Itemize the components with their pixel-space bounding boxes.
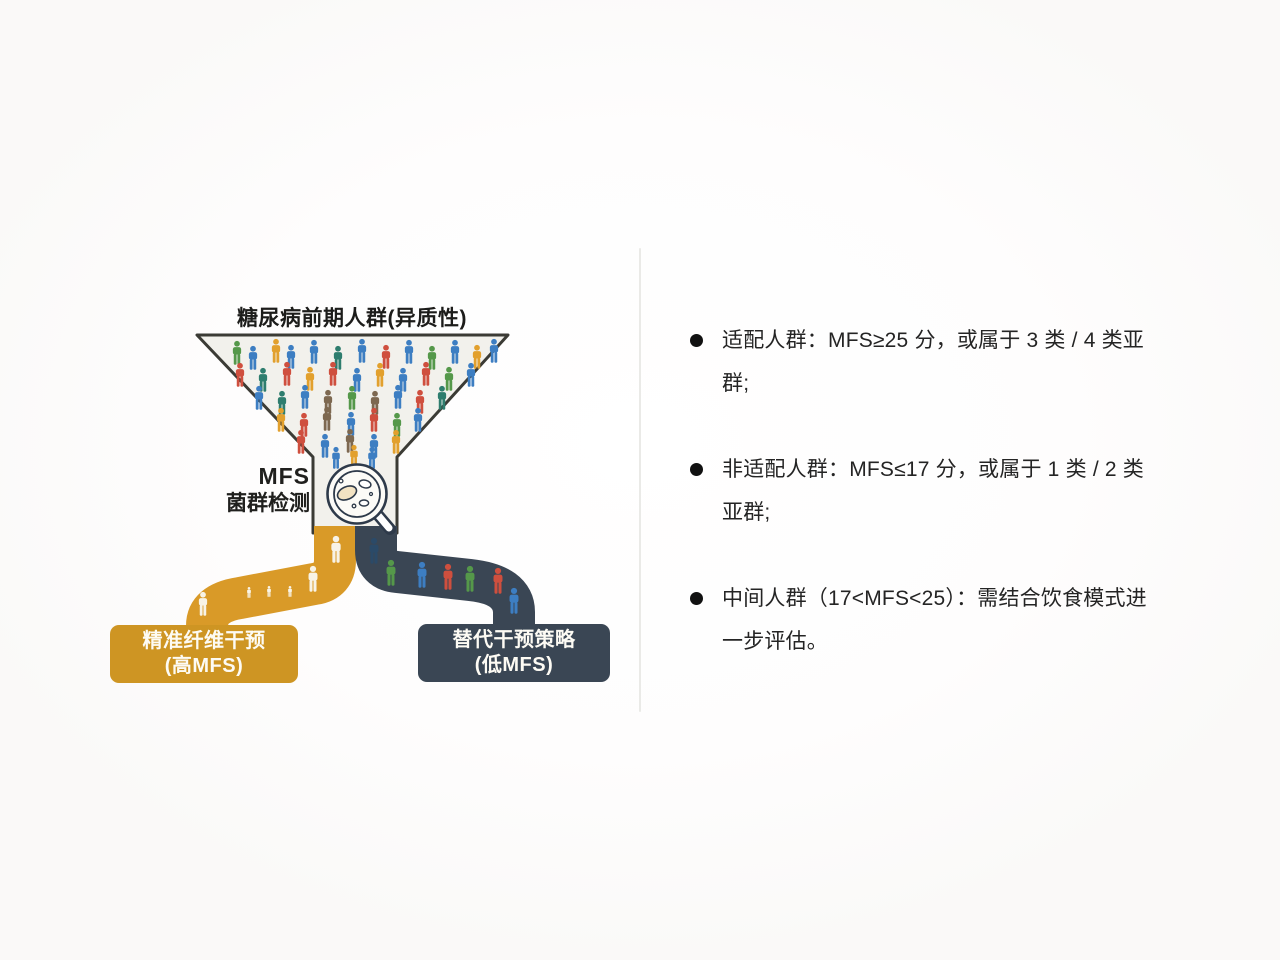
person-icon: [309, 339, 319, 364]
person-icon: [320, 433, 330, 458]
person-icon: [308, 565, 318, 592]
person-icon: [345, 428, 355, 453]
person-icon: [450, 339, 460, 364]
person-icon: [288, 585, 292, 597]
person-icon: [404, 339, 414, 364]
person-icon: [369, 537, 379, 564]
person-icon: [271, 338, 281, 363]
person-icon: [393, 384, 403, 409]
funnel-diagram-graphic: [186, 333, 535, 648]
person-icon: [350, 444, 358, 467]
bullet-icon: [690, 463, 703, 476]
person-icon: [258, 367, 268, 392]
bullet-text: 中间人群（17<MFS<25）：需结合饮食模式进一步评估。: [722, 587, 1147, 653]
person-icon: [276, 407, 286, 432]
person-icon: [254, 385, 264, 410]
person-icon: [235, 362, 245, 387]
person-icon: [413, 407, 423, 432]
person-icon: [437, 385, 447, 410]
bullet-text: 非适配人群：MFS≤17 分，或属于 1 类 / 2 类亚群;: [722, 458, 1145, 524]
mfs-test-label: MFS 菌群检测: [182, 463, 310, 517]
person-icon: [386, 559, 396, 586]
bullet-text: 适配人群：MFS≥25 分，或属于 3 类 / 4 类亚群;: [722, 329, 1145, 395]
magnifier-microbiome-icon: [326, 463, 396, 535]
mfs-label-line1: MFS: [258, 463, 310, 489]
mfs-label-line2: 菌群检测: [226, 492, 310, 515]
person-icon: [333, 345, 343, 370]
person-icon: [282, 361, 292, 386]
person-icon: [346, 411, 356, 436]
person-icon: [466, 362, 476, 387]
person-icon: [465, 565, 475, 592]
person-icon: [332, 446, 340, 469]
person-icon: [232, 340, 242, 365]
people-layer: [198, 338, 519, 616]
list-item: 非适配人群：MFS≤17 分，或属于 1 类 / 2 类亚群;: [685, 448, 1159, 534]
high-mfs-box-line2: (高MFS): [164, 655, 244, 677]
person-icon: [331, 535, 341, 563]
person-icon: [328, 361, 338, 386]
criteria-list: 适配人群：MFS≥25 分，或属于 3 类 / 4 类亚群; 非适配人群：MFS…: [685, 319, 1163, 663]
person-icon: [417, 561, 427, 588]
bacteria-blobs: [336, 478, 374, 509]
person-icon: [472, 344, 482, 369]
orange-pipe: [186, 526, 356, 648]
person-icon: [296, 429, 306, 454]
person-icon: [375, 362, 385, 387]
person-icon: [286, 344, 296, 369]
list-item: 中间人群（17<MFS<25）：需结合饮食模式进一步评估。: [685, 577, 1159, 663]
person-icon: [247, 586, 251, 598]
list-item: 适配人群：MFS≥25 分，或属于 3 类 / 4 类亚群;: [685, 319, 1159, 405]
person-icon: [493, 567, 503, 594]
person-icon: [198, 591, 208, 616]
person-icon: [369, 407, 379, 432]
low-mfs-box-line1: 替代干预策略: [452, 629, 576, 651]
funnel-title: 糖尿病前期人群(异质性): [237, 307, 467, 330]
person-icon: [300, 384, 310, 409]
high-mfs-box-line1: 精准纤维干预: [142, 630, 266, 652]
person-icon: [444, 366, 454, 391]
low-mfs-box-line2: (低MFS): [474, 654, 554, 676]
person-icon: [322, 406, 332, 431]
panel-divider: [639, 248, 641, 712]
funnel-diagram-panel: 糖尿病前期人群(异质性) MFS 菌群检测 精准纤维干预 (高MFS) 替代干预…: [110, 307, 610, 683]
person-icon: [489, 338, 499, 363]
bullet-icon: [690, 334, 703, 347]
person-icon: [248, 345, 258, 370]
low-mfs-outcome-box: 替代干预策略 (低MFS): [418, 624, 610, 682]
person-icon: [509, 587, 519, 614]
person-icon: [381, 344, 391, 369]
person-icon: [421, 361, 431, 386]
person-icon: [391, 429, 401, 454]
person-icon: [357, 338, 367, 363]
bullet-icon: [690, 592, 703, 605]
person-icon: [443, 563, 453, 590]
person-icon: [427, 345, 437, 370]
person-icon: [368, 446, 376, 469]
person-icon: [347, 385, 357, 410]
person-icon: [267, 585, 271, 597]
high-mfs-outcome-box: 精准纤维干预 (高MFS): [110, 625, 298, 683]
